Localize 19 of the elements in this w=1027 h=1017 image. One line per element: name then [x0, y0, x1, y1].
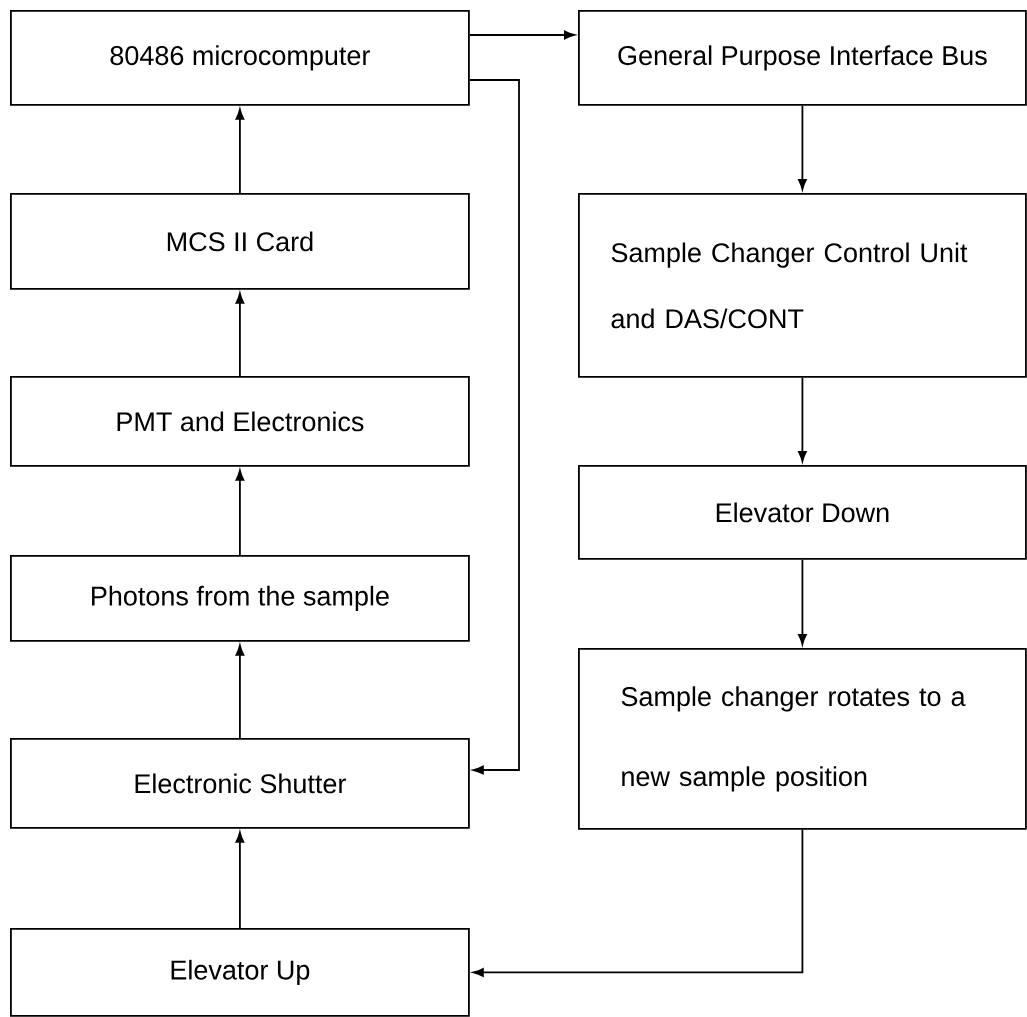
arrow — [235, 831, 245, 929]
process-box: 80486 microcomputer — [10, 10, 470, 106]
process-box: MCS II Card — [10, 193, 470, 290]
process-box: Elevator Up — [10, 928, 470, 1017]
arrow — [472, 828, 804, 977]
process-box: Electronic Shutter — [10, 738, 470, 829]
arrow — [468, 79, 520, 775]
arrow — [235, 644, 245, 739]
process-box: Elevator Down — [578, 465, 1027, 560]
arrow — [235, 469, 245, 556]
arrow — [468, 30, 575, 40]
arrow — [235, 292, 245, 377]
arrow — [798, 558, 807, 646]
process-box: Photons from the sample — [10, 555, 470, 642]
process-box: Sample changer rotates to a new sample position — [578, 648, 1027, 830]
process-box: Sample Changer Control Unit and DAS/CONT — [578, 193, 1027, 378]
process-box: General Purpose Interface Bus — [578, 10, 1027, 106]
process-box: PMT and Electronics — [10, 376, 470, 467]
arrow — [235, 108, 245, 194]
